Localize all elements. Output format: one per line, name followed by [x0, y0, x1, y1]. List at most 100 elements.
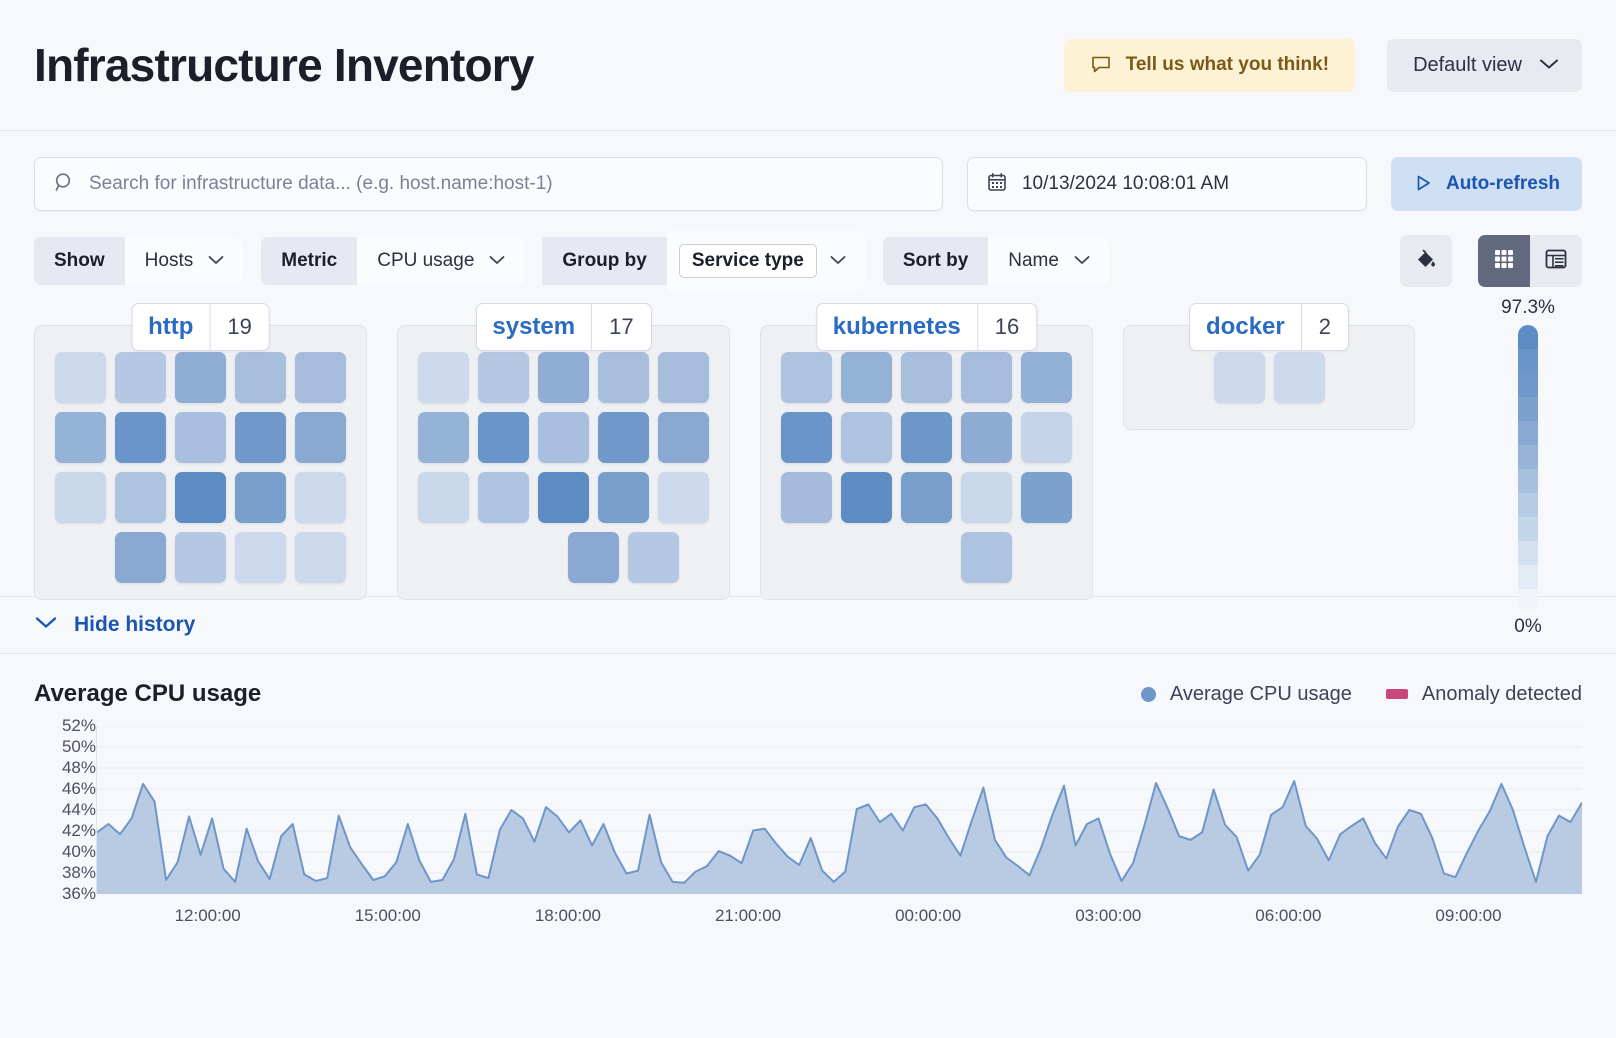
chart-title: Average CPU usage [34, 680, 262, 707]
host-tile[interactable] [1213, 352, 1265, 403]
group-name: docker [1206, 313, 1285, 340]
host-tile[interactable] [901, 352, 952, 403]
host-tile[interactable] [55, 352, 106, 403]
host-tile[interactable] [658, 352, 709, 403]
host-tile[interactable] [901, 472, 952, 523]
x-tick-label: 09:00:00 [1435, 906, 1502, 925]
host-tile[interactable] [115, 412, 166, 463]
chart-line [97, 781, 1582, 883]
chart-plot-area[interactable] [96, 726, 1582, 894]
tile-row [448, 532, 679, 583]
filter-show-value[interactable]: Hosts [124, 237, 244, 285]
host-tile[interactable] [478, 472, 529, 523]
host-tile[interactable] [538, 352, 589, 403]
x-tick-label: 12:00:00 [174, 906, 241, 925]
filter-sort-by: Sort by Name [882, 237, 1109, 285]
host-tile[interactable] [658, 472, 709, 523]
host-tile[interactable] [295, 472, 346, 523]
legend-label: Average CPU usage [1169, 682, 1352, 705]
host-tile[interactable] [235, 412, 286, 463]
legend-step [1518, 373, 1538, 397]
host-tile[interactable] [478, 352, 529, 403]
filter-metric: Metric CPU usage [261, 237, 525, 285]
host-tile[interactable] [901, 412, 952, 463]
host-tile[interactable] [841, 352, 892, 403]
date-picker[interactable]: 10/13/2024 10:08:01 AM [966, 157, 1367, 211]
host-tile[interactable] [598, 472, 649, 523]
host-tile[interactable] [418, 412, 469, 463]
host-tile[interactable] [175, 412, 226, 463]
color-legend: 97.3% 0% [1488, 297, 1568, 638]
table-view-toggle[interactable] [1530, 235, 1582, 287]
tile-row [55, 352, 346, 403]
host-tile[interactable] [961, 352, 1012, 403]
y-tick-label: 52% [61, 716, 96, 735]
host-tile[interactable] [598, 352, 649, 403]
host-tile[interactable] [1021, 412, 1072, 463]
host-tile[interactable] [961, 532, 1012, 583]
host-tile[interactable] [841, 472, 892, 523]
host-tile[interactable] [1021, 352, 1072, 403]
page-title: Infrastructure Inventory [34, 39, 535, 91]
host-tile[interactable] [175, 352, 226, 403]
host-tile[interactable] [538, 472, 589, 523]
host-tile[interactable] [1273, 352, 1325, 403]
chevron-down-icon [207, 250, 225, 272]
hide-history-toggle[interactable]: Hide history [0, 597, 1616, 654]
filter-metric-value[interactable]: CPU usage [357, 237, 525, 285]
host-tile[interactable] [781, 472, 832, 523]
host-tile[interactable] [598, 412, 649, 463]
x-tick-label: 18:00:00 [534, 906, 601, 925]
filter-group-by-token[interactable]: Service type [678, 244, 817, 278]
group-name: kubernetes [832, 313, 961, 340]
auto-refresh-button[interactable]: Auto-refresh [1390, 157, 1582, 211]
host-tile[interactable] [781, 352, 832, 403]
filter-sort-by-value[interactable]: Name [988, 237, 1109, 285]
host-tile[interactable] [175, 532, 226, 583]
host-tile[interactable] [235, 472, 286, 523]
host-tile[interactable] [295, 352, 346, 403]
host-tile[interactable] [175, 472, 226, 523]
host-tile[interactable] [658, 412, 709, 463]
host-tile[interactable] [115, 352, 166, 403]
host-tile[interactable] [568, 532, 619, 583]
y-tick-label: 38% [61, 863, 96, 882]
host-tile[interactable] [115, 532, 166, 583]
host-tile[interactable] [115, 472, 166, 523]
search-row: Search for infrastructure data... (e.g. … [34, 157, 1582, 211]
host-tile[interactable] [295, 412, 346, 463]
host-tile[interactable] [961, 412, 1012, 463]
host-tile[interactable] [781, 412, 832, 463]
filter-group-by-value[interactable]: Service type [666, 231, 865, 291]
default-view-dropdown[interactable]: Default view [1387, 38, 1582, 92]
host-tile[interactable] [1021, 472, 1072, 523]
host-tile[interactable] [235, 352, 286, 403]
host-tile[interactable] [418, 352, 469, 403]
host-tile[interactable] [235, 532, 286, 583]
host-tile[interactable] [478, 412, 529, 463]
host-tile[interactable] [295, 532, 346, 583]
search-input[interactable]: Search for infrastructure data... (e.g. … [34, 157, 943, 211]
paint-bucket-button[interactable] [1400, 235, 1452, 287]
host-tile[interactable] [418, 472, 469, 523]
chart-legend: Average CPU usage Anomaly detected [1140, 682, 1582, 706]
tile-row [841, 532, 1012, 583]
host-tile[interactable] [961, 472, 1012, 523]
tile-row [55, 532, 346, 583]
host-tile[interactable] [55, 412, 106, 463]
host-tile[interactable] [841, 412, 892, 463]
host-tile[interactable] [538, 412, 589, 463]
host-tile[interactable] [628, 532, 679, 583]
grid-view-toggle[interactable] [1478, 235, 1530, 287]
feedback-button[interactable]: Tell us what you think! [1063, 38, 1356, 92]
legend-step [1518, 517, 1538, 541]
host-tile[interactable] [55, 472, 106, 523]
paint-bucket-icon [1413, 246, 1439, 277]
y-tick-label: 40% [61, 842, 96, 861]
